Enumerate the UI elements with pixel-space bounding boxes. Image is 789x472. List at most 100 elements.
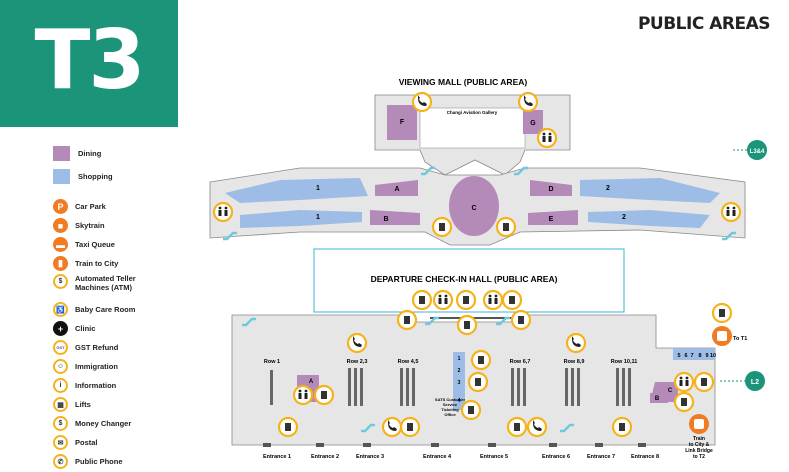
lift-icon[interactable] bbox=[431, 216, 453, 238]
baby-care-icon[interactable] bbox=[411, 289, 433, 311]
numbered-rows: 5 6 7 8 9 10 bbox=[673, 348, 716, 360]
legend-immigration[interactable]: ☺Immigration bbox=[53, 359, 118, 374]
unit-label: E bbox=[549, 216, 554, 223]
exit-l34-button[interactable] bbox=[747, 140, 767, 160]
toilet-icon[interactable] bbox=[212, 201, 234, 223]
legend-label: Skytrain bbox=[75, 221, 105, 230]
immigration-icon[interactable] bbox=[467, 371, 489, 393]
entrance-doors bbox=[263, 443, 646, 447]
entrance-label: Entrance 2 bbox=[311, 454, 339, 460]
void-outline bbox=[313, 248, 625, 313]
page-title: PUBLIC AREAS bbox=[637, 14, 771, 34]
toilet-icon[interactable] bbox=[292, 384, 314, 406]
baby-care-icon[interactable] bbox=[313, 384, 335, 406]
legend-public-phone[interactable]: ✆Public Phone bbox=[53, 454, 123, 469]
lift-icon[interactable] bbox=[506, 416, 528, 438]
toilet-icon[interactable] bbox=[432, 289, 454, 311]
lift-icon[interactable] bbox=[711, 302, 733, 324]
mall-dining-e[interactable] bbox=[528, 210, 578, 225]
legend-label: Shopping bbox=[78, 172, 113, 181]
legend-dining[interactable]: Dining bbox=[53, 146, 101, 161]
legend-baby-care[interactable]: ♿Baby Care Room bbox=[53, 302, 135, 317]
baby-care-icon: ♿ bbox=[53, 302, 68, 317]
legend-label: Machines (ATM) bbox=[75, 283, 132, 292]
lift-icon: ▦ bbox=[53, 397, 68, 412]
toilet-icon[interactable] bbox=[536, 127, 558, 149]
row-label: Row 1 bbox=[264, 359, 280, 365]
legend-money-changer[interactable]: $Money Changer bbox=[53, 416, 131, 431]
mall-dining-d[interactable] bbox=[530, 180, 572, 196]
terminal-label: T3 bbox=[34, 13, 146, 108]
toilet-icon[interactable] bbox=[720, 201, 742, 223]
baby-care-icon[interactable] bbox=[693, 371, 715, 393]
phone-icon[interactable] bbox=[346, 332, 368, 354]
phone-icon[interactable] bbox=[526, 416, 548, 438]
mall-dining-f[interactable] bbox=[387, 105, 417, 140]
lift-icon[interactable] bbox=[510, 309, 532, 331]
legend-postal[interactable]: ✉Postal bbox=[53, 435, 98, 450]
legend-train[interactable]: ▮Train to City bbox=[53, 256, 118, 271]
mall-shop-1-upper[interactable] bbox=[225, 178, 368, 203]
toilet-icon[interactable] bbox=[673, 371, 695, 393]
legend-skytrain[interactable]: ■Skytrain bbox=[53, 218, 105, 233]
numbered-rows-block bbox=[673, 348, 715, 360]
row-label: Row 8,9 bbox=[564, 359, 585, 365]
legend-label: Train to City bbox=[75, 259, 119, 268]
immigration-icon[interactable] bbox=[455, 289, 477, 311]
exit-l34-label: L3&4 bbox=[750, 149, 765, 155]
baby-care-icon[interactable] bbox=[501, 289, 523, 311]
mall-dining-g[interactable] bbox=[523, 110, 543, 134]
lift-icon[interactable] bbox=[673, 391, 695, 413]
entrance-label: Entrance 5 bbox=[480, 454, 508, 460]
gallery-void bbox=[419, 107, 526, 149]
legend-clinic[interactable]: +Clinic bbox=[53, 321, 95, 336]
mall-dining-a[interactable] bbox=[375, 180, 418, 196]
lift-icon[interactable] bbox=[277, 416, 299, 438]
phone-icon[interactable] bbox=[517, 91, 539, 113]
legend-label: Lifts bbox=[75, 400, 91, 409]
money-changer-icon[interactable] bbox=[456, 314, 478, 336]
phone-icon[interactable] bbox=[565, 332, 587, 354]
mall-dining-c[interactable] bbox=[449, 176, 499, 236]
numbered-row: 8 bbox=[698, 353, 701, 359]
unit-label: F bbox=[400, 119, 405, 126]
train-label-4: to T2 bbox=[693, 454, 705, 460]
mall-shop-1-lower[interactable] bbox=[240, 210, 362, 228]
legend-label: Car Park bbox=[75, 202, 106, 211]
unit-label: 2 bbox=[458, 368, 461, 374]
entrance-label: Entrance 7 bbox=[587, 454, 615, 460]
lift-icon[interactable] bbox=[396, 309, 418, 331]
legend-shopping[interactable]: Shopping bbox=[53, 169, 113, 184]
viewing-mall-title: VIEWING MALL (PUBLIC AREA) bbox=[399, 77, 528, 87]
train-label-1: Train bbox=[693, 436, 705, 442]
exit-l2-button[interactable] bbox=[745, 371, 765, 391]
mall-shop-2-upper[interactable] bbox=[580, 178, 720, 203]
money-changer-icon: $ bbox=[53, 416, 68, 431]
information-icon[interactable] bbox=[460, 399, 482, 421]
hall-shops[interactable] bbox=[453, 352, 465, 410]
entrance-label: Entrance 1 bbox=[263, 454, 291, 460]
legend-taxi[interactable]: ▬Taxi Queue bbox=[53, 237, 115, 252]
unit-label: B bbox=[655, 396, 660, 402]
legend-label: Clinic bbox=[75, 324, 96, 333]
phone-icon[interactable] bbox=[381, 416, 403, 438]
train-label-3: Link Bridge bbox=[685, 448, 713, 454]
legend-lifts[interactable]: ▦ Lifts bbox=[53, 397, 91, 412]
phone-icon[interactable] bbox=[411, 91, 433, 113]
gst-refund-icon[interactable] bbox=[470, 349, 492, 371]
hall-dining-b[interactable] bbox=[650, 393, 668, 403]
mall-shop-2-lower[interactable] bbox=[588, 210, 710, 228]
lift-icon[interactable] bbox=[495, 216, 517, 238]
unit-label: 2 bbox=[622, 214, 626, 221]
lift-icon[interactable] bbox=[399, 416, 421, 438]
immigration-icon: ☺ bbox=[53, 359, 68, 374]
lift-icon[interactable] bbox=[611, 416, 633, 438]
unit-label: 1 bbox=[316, 185, 320, 192]
mall-dining-b[interactable] bbox=[370, 210, 420, 225]
toilet-icon[interactable] bbox=[482, 289, 504, 311]
